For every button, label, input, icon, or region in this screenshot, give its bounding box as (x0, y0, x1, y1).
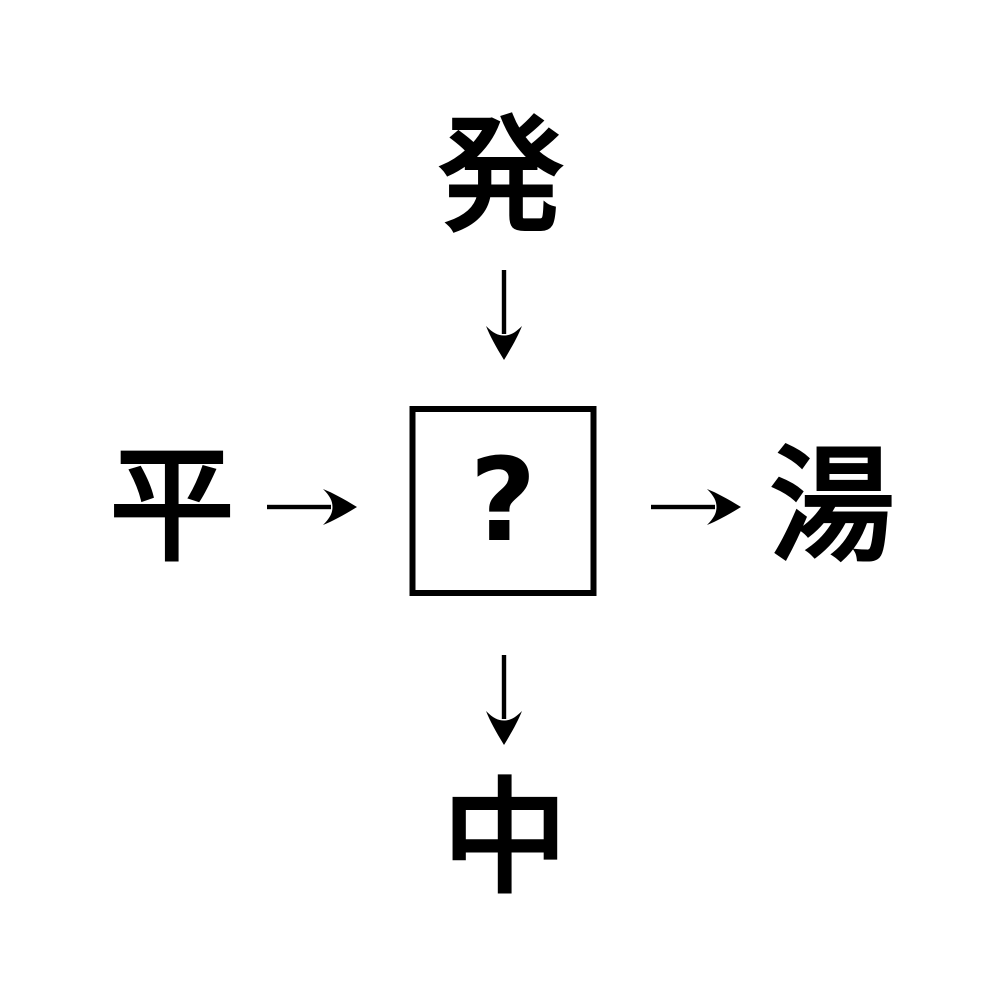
kanji-right: 湯 (769, 434, 895, 580)
question-mark: ? (469, 433, 537, 568)
kanji-bottom: 中 (442, 766, 568, 912)
answer-box: ? (409, 406, 597, 596)
arrow-down-icon (486, 655, 522, 745)
arrow-right-icon (651, 489, 741, 525)
kanji-left: 平 (109, 434, 235, 580)
arrow-down-icon (486, 270, 522, 360)
arrow-right-icon (267, 489, 357, 525)
kanji-top: 発 (438, 104, 564, 250)
